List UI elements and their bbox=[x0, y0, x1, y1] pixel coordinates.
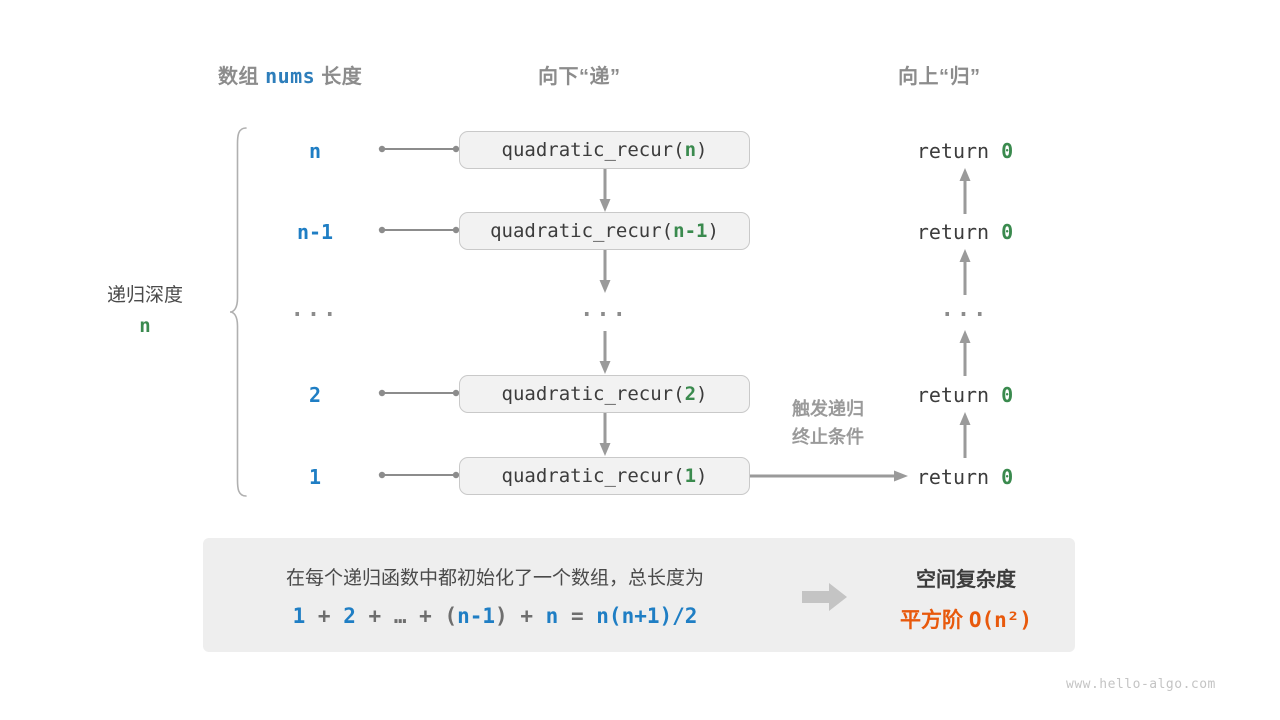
function-paren-row-4: ) bbox=[696, 383, 708, 405]
return-value-row-4: 0 bbox=[1001, 383, 1014, 407]
space-complexity-title: 空间复杂度 bbox=[916, 569, 1016, 591]
formula-op-1: + bbox=[317, 604, 331, 628]
function-arg-row-5: 1 bbox=[684, 465, 697, 487]
formula-op-3: + bbox=[419, 604, 432, 628]
header-left-suffix: 长度 bbox=[321, 66, 363, 88]
array-size-row-1: n bbox=[308, 139, 322, 163]
summary-description: 在每个递归函数中都初始化了一个数组，总长度为 bbox=[285, 568, 704, 589]
ascend-arrow-2 bbox=[958, 247, 972, 295]
formula-term-4: n-1 bbox=[457, 604, 496, 628]
formula-equals: = bbox=[570, 604, 584, 628]
formula-result: n(n+1)/2 bbox=[596, 604, 698, 628]
ascend-arrow-5 bbox=[958, 410, 972, 458]
space-complexity-big-o: O(n²) bbox=[968, 608, 1033, 632]
function-arg-row-4: 2 bbox=[684, 383, 697, 405]
ascend-arrow-4 bbox=[958, 410, 972, 458]
site-watermark: www.hello-algo.com bbox=[1066, 677, 1216, 692]
formula-ellipsis: … bbox=[393, 604, 407, 628]
return-row-1: return 0 bbox=[880, 139, 1050, 163]
function-paren-row-2: ) bbox=[707, 220, 719, 242]
function-paren-row-5: ) bbox=[696, 465, 708, 487]
formula-paren-open: ( bbox=[444, 604, 458, 628]
recursion-depth-text: 递归深度 bbox=[106, 285, 183, 306]
function-name-row-5: quadratic_recur( bbox=[501, 465, 685, 487]
return-value-row-5: 0 bbox=[1001, 465, 1014, 489]
array-size-row-3-ellipsis: ... bbox=[290, 297, 340, 322]
connector-row-2 bbox=[378, 225, 460, 235]
function-box-row-3-ellipsis: ... bbox=[580, 297, 629, 322]
recursion-depth-value: n bbox=[139, 315, 151, 338]
return-row-4: return 0 bbox=[880, 383, 1050, 407]
array-size-row-5: 1 bbox=[308, 465, 322, 489]
formula-term-1: 1 bbox=[292, 604, 306, 628]
space-complexity-label: 平方阶 bbox=[899, 609, 963, 632]
return-value-row-1: 0 bbox=[1001, 139, 1014, 163]
ascend-arrow-3 bbox=[958, 328, 972, 376]
descend-arrow-4 bbox=[598, 413, 612, 457]
base-case-annotation-line2: 终止条件 bbox=[792, 426, 864, 447]
connector-row-1 bbox=[378, 144, 460, 154]
recursion-depth-label: 递归深度 n bbox=[70, 281, 220, 342]
column-header-array-length: 数组 nums 长度 bbox=[218, 60, 362, 89]
function-arg-row-2: n-1 bbox=[673, 220, 708, 242]
formula-op-2: + bbox=[368, 604, 382, 628]
function-paren-row-1: ) bbox=[696, 139, 708, 161]
connector-row-5 bbox=[378, 470, 460, 480]
header-left-prefix: 数组 bbox=[218, 66, 259, 88]
function-name-row-2: quadratic_recur( bbox=[490, 220, 674, 242]
space-complexity-value: 平方阶 O(n²) bbox=[866, 604, 1066, 634]
return-keyword-row-1: return bbox=[916, 139, 990, 163]
column-header-ascend: 向上“归” bbox=[898, 66, 981, 88]
return-row-2: return 0 bbox=[880, 220, 1050, 244]
function-name-row-4: quadratic_recur( bbox=[501, 383, 685, 405]
descend-arrow-3 bbox=[598, 331, 612, 375]
array-size-row-2: n-1 bbox=[296, 220, 334, 244]
function-box-row-5[interactable]: quadratic_recur(1) bbox=[459, 457, 750, 495]
return-keyword-row-5: return bbox=[916, 465, 990, 489]
function-name-row-1: quadratic_recur( bbox=[501, 139, 685, 161]
header-left-code: nums bbox=[265, 64, 316, 88]
return-row-5: return 0 bbox=[880, 465, 1050, 489]
connector-row-4 bbox=[378, 388, 460, 398]
return-value-row-2: 0 bbox=[1001, 220, 1014, 244]
summary-formula: 1 + 2 + … + (n-1) + n = n(n+1)/2 bbox=[210, 604, 780, 628]
descend-arrow-2 bbox=[598, 250, 612, 294]
ascend-arrow-1 bbox=[958, 166, 972, 214]
function-arg-row-1: n bbox=[684, 139, 697, 161]
summary-implies-arrow-icon bbox=[802, 583, 848, 611]
depth-brace bbox=[228, 126, 254, 498]
formula-paren-close: ) bbox=[495, 604, 508, 628]
return-row-3-ellipsis: ... bbox=[940, 297, 990, 322]
formula-term-2: 2 bbox=[343, 604, 356, 628]
base-case-annotation: 触发递归 终止条件 bbox=[758, 396, 898, 452]
base-case-arrow bbox=[750, 468, 910, 484]
function-box-row-1[interactable]: quadratic_recur(n) bbox=[459, 131, 750, 169]
function-box-row-4[interactable]: quadratic_recur(2) bbox=[459, 375, 750, 413]
summary-panel bbox=[203, 538, 1075, 652]
formula-term-5: n bbox=[545, 604, 559, 628]
column-header-descend: 向下“递” bbox=[538, 66, 621, 88]
descend-arrow-1 bbox=[598, 169, 612, 213]
function-box-row-2[interactable]: quadratic_recur(n-1) bbox=[459, 212, 750, 250]
return-keyword-row-4: return bbox=[916, 383, 990, 407]
array-size-row-4: 2 bbox=[308, 383, 322, 407]
return-keyword-row-2: return bbox=[916, 220, 990, 244]
formula-op-4: + bbox=[520, 604, 533, 628]
base-case-annotation-line1: 触发递归 bbox=[792, 399, 864, 419]
